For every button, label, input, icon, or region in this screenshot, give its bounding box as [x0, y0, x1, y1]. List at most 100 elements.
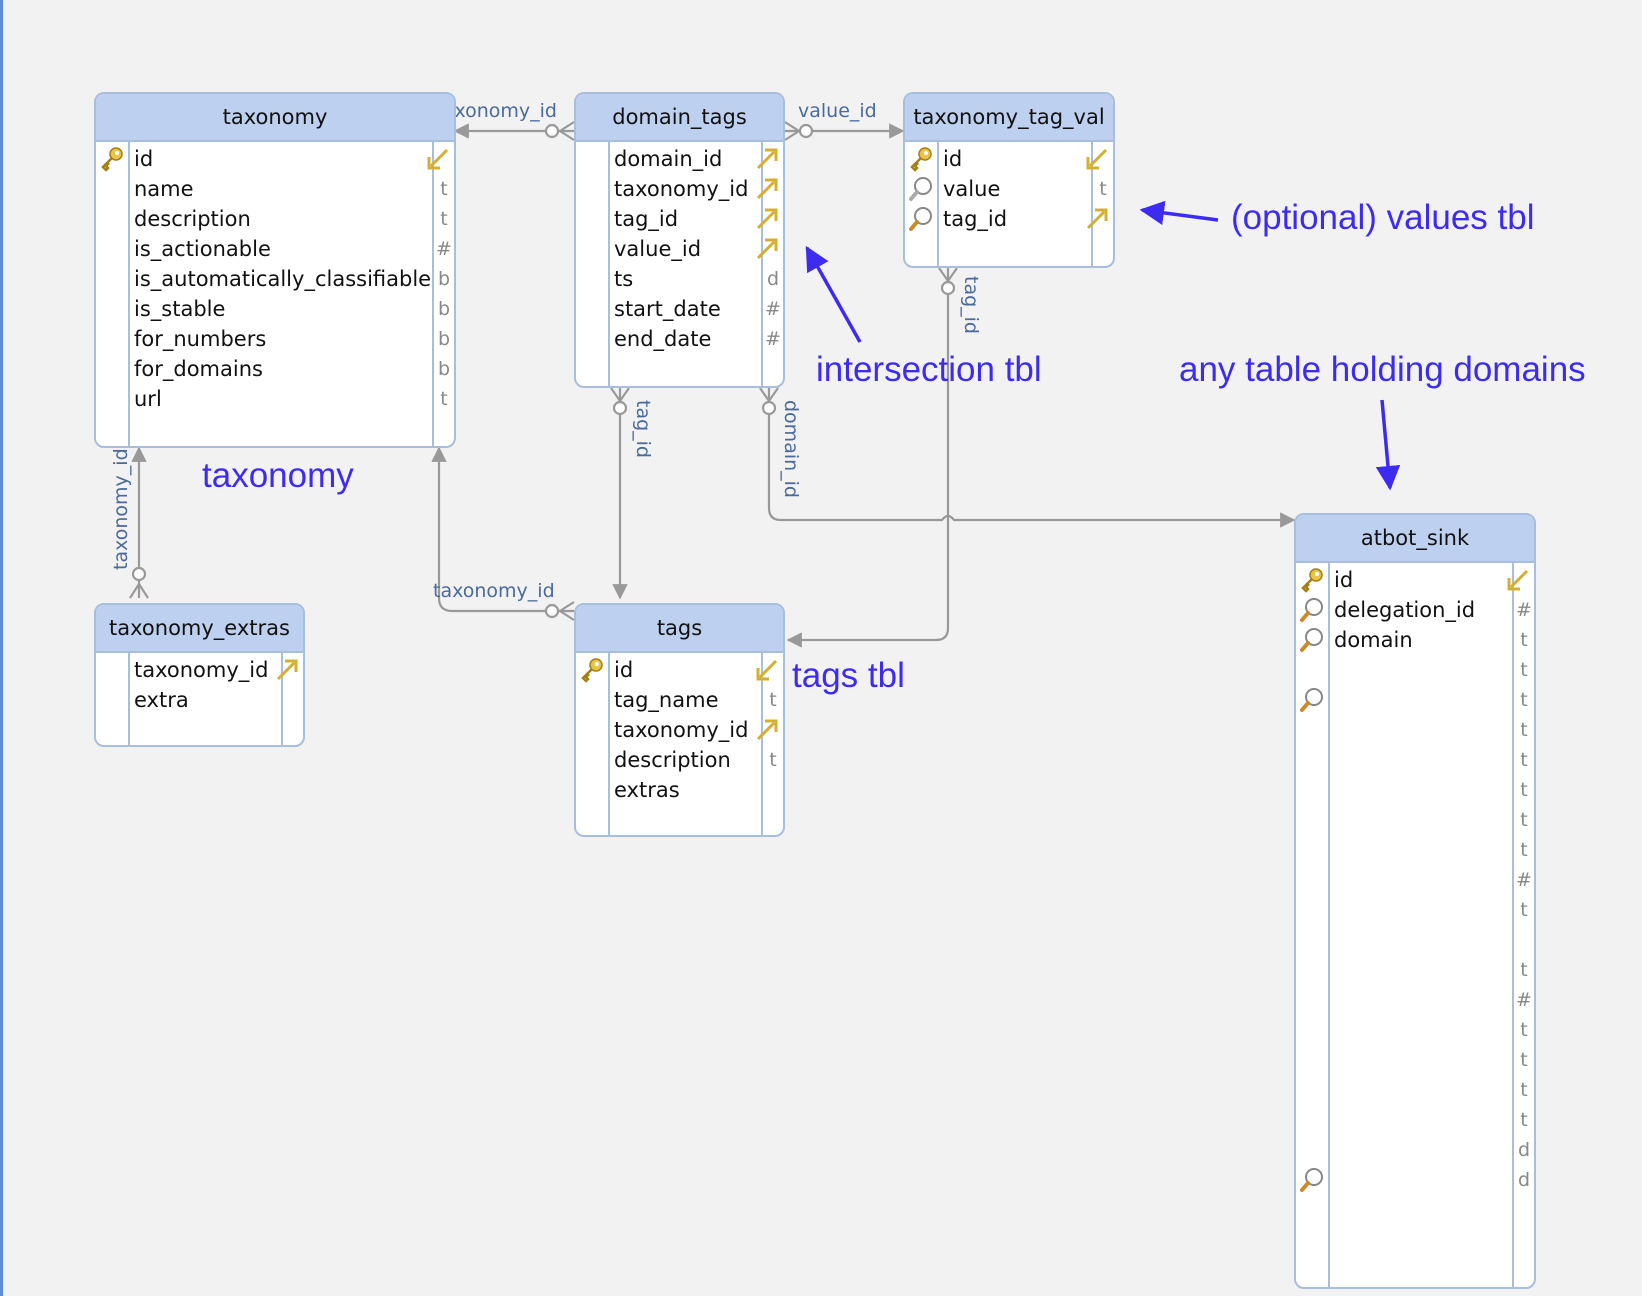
- column-delegation-id[interactable]: delegation_id: [1334, 598, 1476, 622]
- column-id[interactable]: id: [134, 147, 154, 171]
- column-ts[interactable]: ts: [614, 267, 634, 291]
- foreign-key-icon: [755, 718, 783, 746]
- table-header-taxonomy[interactable]: taxonomy: [96, 94, 454, 142]
- column-value[interactable]: value: [943, 177, 1001, 201]
- column-type: t: [1520, 629, 1528, 651]
- column-type: t: [1520, 1019, 1528, 1041]
- annotation-intersection: intersection tbl: [816, 350, 1042, 389]
- column-type: b: [437, 358, 451, 380]
- index-icon: [1298, 626, 1326, 654]
- table-header-tags[interactable]: tags: [576, 605, 783, 653]
- fk-crowfoot: [557, 121, 575, 141]
- table-header-atbot-sink[interactable]: atbot_sink: [1296, 515, 1534, 563]
- column-extras[interactable]: extras: [614, 778, 680, 802]
- pk-reference-icon: [1506, 568, 1534, 596]
- column-id[interactable]: id: [614, 658, 634, 682]
- foreign-key-icon: [755, 177, 783, 205]
- column-type: #: [1516, 989, 1532, 1011]
- column-is-automatically-classifiable[interactable]: is_automatically_classifiable: [134, 267, 432, 291]
- column-type: #: [1516, 599, 1532, 621]
- icon-column: [905, 140, 939, 266]
- column-extra[interactable]: extra: [134, 688, 189, 712]
- column-description[interactable]: description: [614, 748, 731, 772]
- column-for-domains[interactable]: for_domains: [134, 357, 263, 381]
- table-header-domain-tags[interactable]: domain_tags: [576, 94, 783, 142]
- table-taxonomy[interactable]: taxonomy id name t description t is_actionable…: [94, 92, 456, 448]
- column-type: t: [440, 388, 448, 410]
- column-url[interactable]: url: [134, 387, 162, 411]
- column-type: t: [1520, 1079, 1528, 1101]
- foreign-key-icon: [755, 207, 783, 235]
- type-column: [432, 140, 454, 446]
- index-icon: [1298, 596, 1326, 624]
- column-type: #: [765, 328, 781, 350]
- column-type: b: [437, 328, 451, 350]
- column-value-id[interactable]: value_id: [614, 237, 702, 261]
- column-id[interactable]: id: [1334, 568, 1354, 592]
- fk-optional-circle: [798, 123, 814, 139]
- fk-crowfoot: [759, 387, 779, 403]
- foreign-key-icon: [755, 147, 783, 175]
- pk-reference-icon: [755, 658, 783, 686]
- canvas-left-edge: [0, 0, 3, 1296]
- type-column: [761, 651, 783, 835]
- column-type: t: [1520, 749, 1528, 771]
- column-taxonomy-id[interactable]: taxonomy_id: [134, 658, 269, 682]
- column-start-date[interactable]: start_date: [614, 297, 721, 321]
- column-type: t: [769, 689, 777, 711]
- index-icon: [1298, 686, 1326, 714]
- relation-label-taxonomy-id: taxonomy_id: [453, 100, 557, 122]
- column-description[interactable]: description: [134, 207, 251, 231]
- icon-column: [96, 651, 130, 745]
- column-type: t: [1520, 719, 1528, 741]
- fk-line-tags-taxonomy: [431, 446, 574, 613]
- annotation-arrow-values: [1139, 200, 1219, 226]
- column-tag-id[interactable]: tag_id: [943, 207, 1008, 231]
- column-is-stable[interactable]: is_stable: [134, 297, 226, 321]
- fk-optional-circle: [612, 400, 628, 416]
- relation-label-value-id: value_id: [798, 100, 877, 122]
- column-domain-id[interactable]: domain_id: [614, 147, 723, 171]
- fk-crowfoot: [784, 121, 802, 141]
- annotation-domains: any table holding domains: [1179, 350, 1586, 389]
- primary-key-icon: [1298, 566, 1326, 594]
- column-name[interactable]: name: [134, 177, 194, 201]
- column-type: #: [1516, 869, 1532, 891]
- column-type: b: [437, 298, 451, 320]
- column-type: t: [440, 208, 448, 230]
- fk-crowfoot: [129, 581, 149, 599]
- annotation-values: (optional) values tbl: [1231, 198, 1535, 237]
- column-type: t: [1520, 809, 1528, 831]
- fk-line-domain-tags-atbot-sink: [767, 388, 1296, 528]
- fk-optional-circle: [544, 123, 560, 139]
- column-taxonomy-id[interactable]: taxonomy_id: [614, 177, 749, 201]
- relation-label-tag-id-val: tag_id: [960, 276, 982, 334]
- column-type: t: [1520, 1109, 1528, 1131]
- column-for-numbers[interactable]: for_numbers: [134, 327, 267, 351]
- icon-column: [576, 651, 610, 835]
- column-taxonomy-id[interactable]: taxonomy_id: [614, 718, 749, 742]
- column-type: #: [765, 298, 781, 320]
- fk-optional-circle: [761, 400, 777, 416]
- table-header-taxonomy-extras[interactable]: taxonomy_extras: [96, 605, 303, 653]
- column-is-actionable[interactable]: is_actionable: [134, 237, 271, 261]
- foreign-key-icon: [1085, 207, 1113, 235]
- column-type: t: [1520, 839, 1528, 861]
- column-type: #: [436, 238, 452, 260]
- column-tag-name[interactable]: tag_name: [614, 688, 719, 712]
- column-tag-id[interactable]: tag_id: [614, 207, 679, 231]
- fk-crowfoot: [610, 387, 630, 403]
- column-id[interactable]: id: [943, 147, 963, 171]
- column-type: d: [1517, 1139, 1531, 1161]
- column-type: t: [1520, 689, 1528, 711]
- table-header-taxonomy-tag-val[interactable]: taxonomy_tag_val: [905, 94, 1113, 142]
- fk-optional-circle: [940, 280, 956, 296]
- column-domain[interactable]: domain: [1334, 628, 1413, 652]
- column-type: t: [1520, 1049, 1528, 1071]
- column-end-date[interactable]: end_date: [614, 327, 712, 351]
